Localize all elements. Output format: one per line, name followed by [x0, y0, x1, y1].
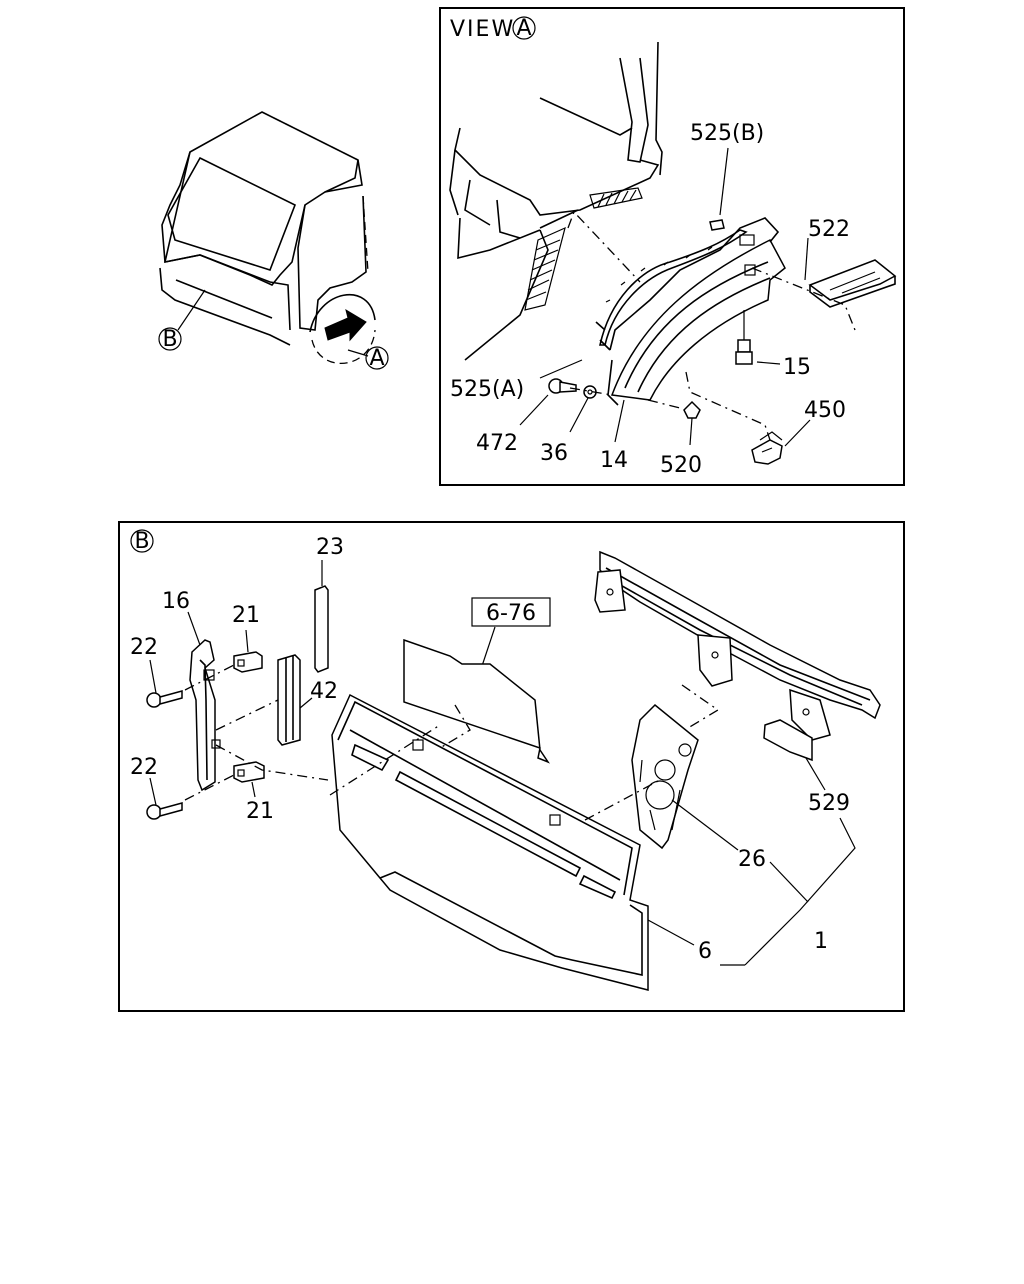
- callout-21-upper: 21: [232, 603, 260, 628]
- callout-26: 26: [738, 847, 766, 872]
- view-b-title-marker: B: [134, 529, 149, 554]
- callout-21-lower: 21: [246, 799, 274, 824]
- part-42-weatherstrip: [277, 654, 301, 746]
- callout-472: 472: [476, 431, 518, 456]
- ref-box-label: 6-76: [486, 601, 536, 626]
- callout-1: 1: [814, 929, 828, 954]
- callout-22-lower: 22: [130, 755, 158, 780]
- callout-525b: 525(B): [690, 121, 764, 146]
- view-a-panel: VIEW A: [439, 7, 905, 486]
- part-525a-seal: [599, 229, 748, 346]
- part-23-strip: [314, 585, 329, 673]
- callout-14: 14: [600, 448, 628, 473]
- cab-marker-b: B: [162, 327, 177, 352]
- view-b-panel: B 6-76: [118, 521, 905, 1012]
- cab-overview: B A: [158, 111, 389, 371]
- callout-15: 15: [783, 355, 811, 380]
- callout-525a: 525(A): [450, 377, 524, 402]
- part-22-screw-lower: [146, 802, 183, 820]
- part-14-wheelhouse-liner: [595, 217, 786, 406]
- view-a-title-marker: A: [516, 16, 531, 41]
- part-21-clip-upper: [233, 651, 263, 673]
- callout-23: 23: [316, 535, 344, 560]
- callout-42: 42: [310, 679, 338, 704]
- part-15-bolt: [735, 310, 753, 365]
- callout-6: 6: [698, 939, 712, 964]
- callout-520: 520: [660, 453, 702, 478]
- part-6-front-panel: [331, 693, 649, 991]
- cab-marker-a: A: [369, 346, 384, 371]
- part-16-side-pillar: [189, 639, 221, 792]
- inner-panel-sheet: [403, 638, 550, 764]
- callout-16: 16: [162, 589, 190, 614]
- reference-box-6-76: [471, 597, 551, 627]
- part-21-clip-lower: [233, 761, 265, 783]
- callout-22-upper: 22: [130, 635, 158, 660]
- part-22-screw-upper: [146, 690, 183, 708]
- callout-529: 529: [808, 791, 850, 816]
- part-520-clip: [683, 400, 701, 419]
- part-525b-clip: [709, 219, 725, 231]
- callout-36: 36: [540, 441, 568, 466]
- callout-450: 450: [804, 398, 846, 423]
- part-522-step-pad: [808, 259, 897, 308]
- part-450-bracket: [751, 439, 783, 465]
- part-26-bracket: [631, 703, 699, 850]
- view-a-title: VIEW: [450, 17, 515, 42]
- part-529-cross-member: [594, 550, 881, 762]
- callout-522: 522: [808, 217, 850, 242]
- part-472-bolt: [548, 378, 577, 394]
- seat-outline: [449, 41, 663, 361]
